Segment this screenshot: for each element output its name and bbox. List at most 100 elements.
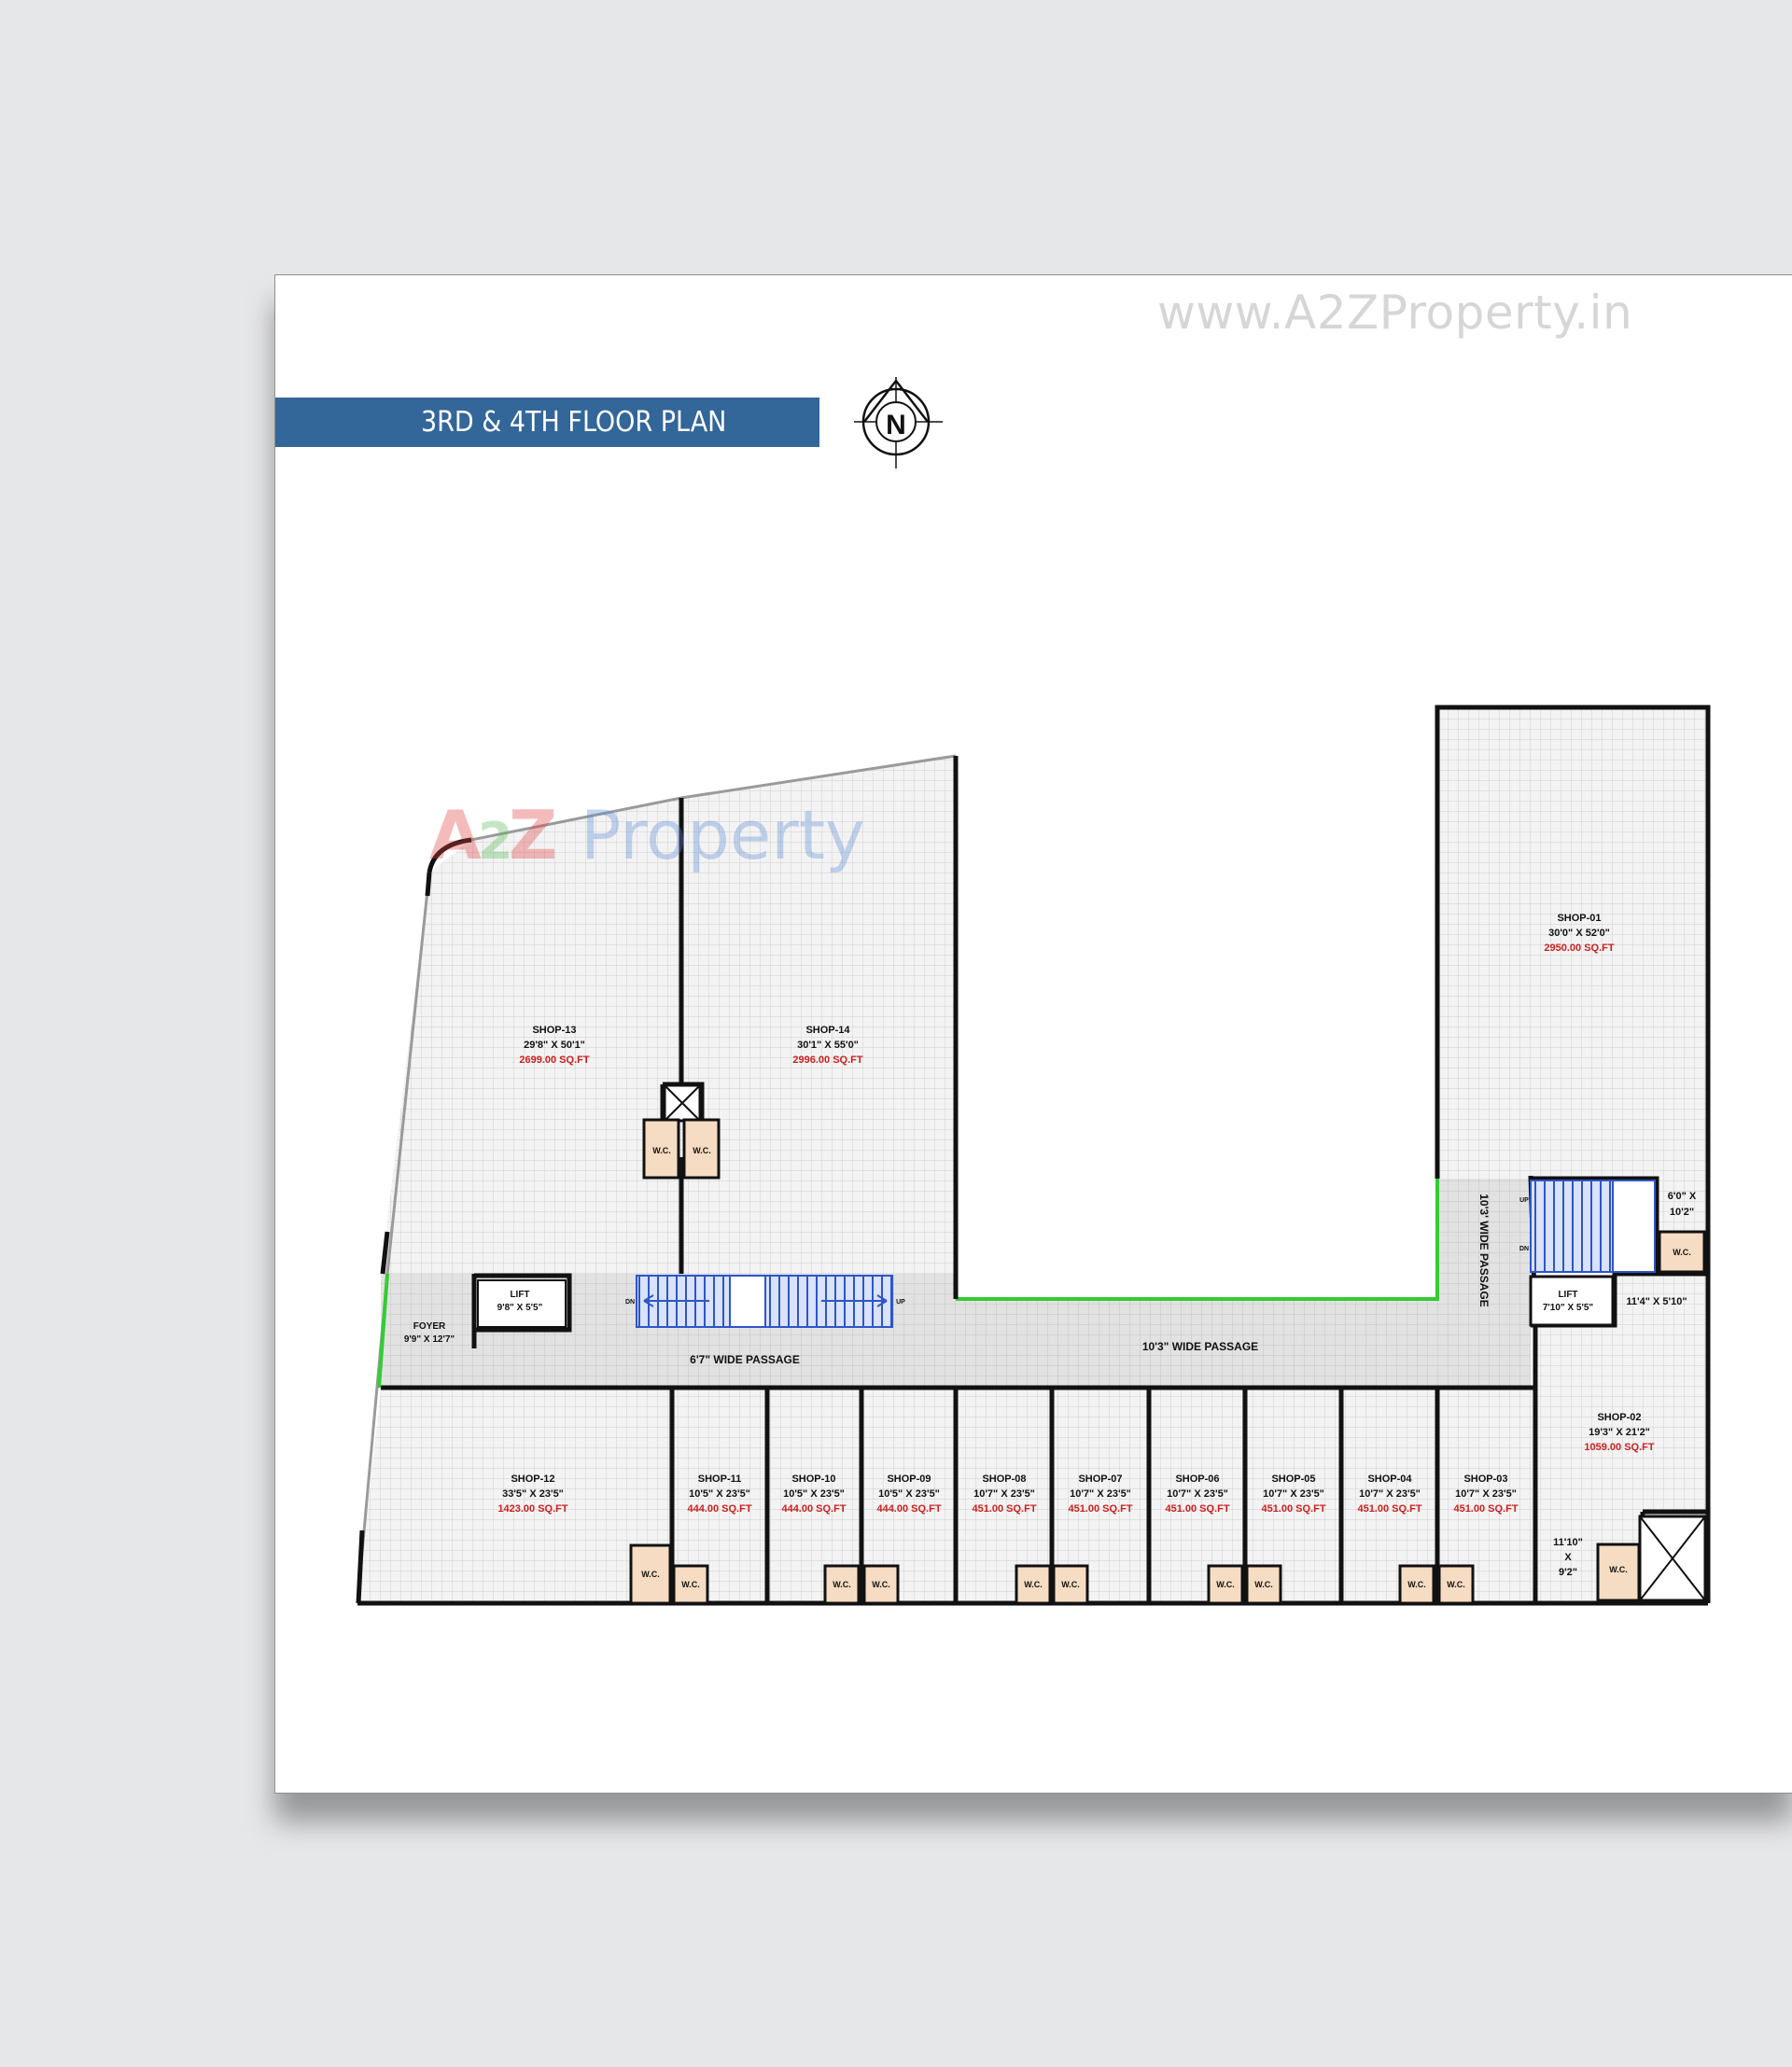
watermark-logo-z: Z [509,796,557,874]
shop-name: SHOP-03 [1463,1473,1507,1485]
wc-label: W.C. [681,1580,700,1589]
shop-size: 10'7" X 23'5" [1070,1488,1131,1500]
shop-area: 451.00 SQ.FT [1261,1503,1325,1515]
shop-size: 10'7" X 23'5" [1167,1488,1228,1500]
shop-area: 444.00 SQ.FT [781,1503,846,1515]
stair-right-up: UP [1519,1197,1529,1204]
shop-area: 2950.00 SQ.FT [1544,943,1614,954]
lift-left-car [477,1279,567,1328]
passage-vertical-label: 10'3' WIDE PASSAGE [1477,1194,1491,1307]
wc-label: W.C. [1609,1565,1628,1574]
wc-label: W.C. [1673,1248,1691,1257]
shop-area: 2996.00 SQ.FT [792,1054,862,1066]
wc-labels: W.C. W.C. W.C. W.C. W.C. W.C. W.C. W.C. … [641,1146,1691,1589]
wc-label: W.C. [1061,1580,1080,1589]
wc-label: W.C. [693,1146,711,1155]
shop-01-floor [1437,707,1708,1179]
shop-area: 444.00 SQ.FT [687,1503,751,1515]
room-1110-label: 11'10" [1553,1537,1583,1548]
page-title: 3RD & 4TH FLOOR PLAN [275,398,819,447]
shop-name: SHOP-13 [532,1025,576,1036]
shop-size: 10'5" X 23'5" [783,1488,845,1500]
stair-dn-label: DN [625,1299,635,1306]
lift-left-label: LIFT [510,1290,529,1300]
shop-size: 33'5" X 23'5" [502,1488,564,1500]
shop-area: 444.00 SQ.FT [876,1503,941,1515]
wc-label: W.C. [1254,1580,1273,1589]
watermark-url: www.A2ZProperty.in [1157,286,1633,340]
room-60-label: 6'0" X [1668,1191,1697,1202]
shop-size: 10'7" X 23'5" [1455,1488,1517,1500]
south-shops-floor [357,1388,1708,1603]
shop-name: SHOP-11 [698,1473,741,1485]
stair-right-dn: DN [1519,1246,1529,1252]
stair-arrow-left [643,1294,709,1307]
shop-area: 451.00 SQ.FT [1453,1503,1518,1515]
compass-label: N [886,410,906,440]
foyer-size: 9'9" X 12'7" [404,1334,455,1345]
wc-label: W.C. [872,1580,890,1589]
watermark-logo: A 2 Z Property [429,796,865,874]
passage-103-label: 10'3" WIDE PASSAGE [1142,1340,1258,1353]
shop-size: 10'7" X 23'5" [973,1488,1035,1500]
glazing-green-2 [377,1273,389,1389]
shop-size: 19'3" X 21'2" [1589,1427,1650,1438]
shop-14-floor [681,756,956,1274]
shop-name: SHOP-09 [887,1473,931,1485]
shop-name: SHOP-01 [1557,913,1601,924]
right-staircase [1530,1180,1614,1273]
shop-area: 451.00 SQ.FT [1165,1503,1229,1515]
shop-name: SHOP-04 [1367,1473,1412,1485]
room-1110-x: X [1564,1552,1572,1563]
shop-area: 451.00 SQ.FT [1357,1503,1421,1515]
shop-name: SHOP-12 [511,1473,554,1485]
shop-name: SHOP-06 [1175,1473,1219,1485]
lift-left-size: 9'8" X 5'5" [497,1303,543,1313]
shop-name: SHOP-05 [1271,1473,1315,1485]
shop-area: 451.00 SQ.FT [972,1503,1036,1515]
shop-size: 30'1" X 55'0" [797,1040,859,1051]
shop-name: SHOP-07 [1078,1473,1122,1485]
watermark-logo-2: 2 [478,812,513,871]
shop-area: 2699.00 SQ.FT [519,1054,589,1066]
shop-size: 10'5" X 23'5" [689,1488,750,1500]
shop-area: 1423.00 SQ.FT [497,1503,567,1515]
compass-icon [854,377,943,468]
shop-name: SHOP-02 [1597,1412,1641,1423]
shop-name: SHOP-14 [805,1025,850,1036]
lift-right-label: LIFT [1558,1290,1577,1300]
watermark-logo-property: Property [581,796,865,874]
right-staircase-landing [1612,1180,1656,1273]
room-1110-label-b: 9'2" [1559,1567,1577,1578]
room-60-label-b: 10'2" [1670,1207,1694,1218]
wc-label: W.C. [833,1580,851,1589]
wc-label: W.C. [1407,1580,1426,1589]
wc-blocks [629,1118,1706,1605]
wc-label: W.C. [1216,1580,1235,1589]
shop-labels: SHOP-01 30'0" X 52'0" 2950.00 SQ.FT SHOP-02… [497,913,1654,1515]
watermark-logo-a: A [429,796,482,874]
central-staircase-landing [729,1275,766,1328]
lift-right-size: 7'10" X 5'5" [1543,1303,1594,1313]
shop-13-floor [381,798,681,1274]
shop-size: 10'7" X 23'5" [1359,1488,1421,1500]
shop-area: 451.00 SQ.FT [1068,1503,1132,1515]
room-114-label: 11'4" X 5'10" [1626,1296,1687,1307]
stair-up-label: UP [896,1299,905,1306]
shop-name: SHOP-10 [791,1473,835,1485]
stair-arrow-right [821,1294,888,1307]
shop-size: 29'8" X 50'1" [524,1040,585,1051]
wc-label: W.C. [641,1570,660,1579]
wc-label: W.C. [1447,1580,1465,1589]
foyer-label: FOYER [413,1321,446,1332]
small-room-2-floor [1615,1277,1708,1328]
shop-name: SHOP-08 [982,1473,1026,1485]
glazing-green-1 [956,1179,1439,1301]
shop-size: 30'0" X 52'0" [1548,928,1610,939]
lift-right-car [1529,1275,1615,1327]
wc-label: W.C. [1024,1580,1043,1589]
wc-label: W.C. [652,1146,671,1155]
passage-67-label: 6'7" WIDE PASSAGE [690,1353,800,1366]
shop-area: 1059.00 SQ.FT [1584,1442,1654,1453]
